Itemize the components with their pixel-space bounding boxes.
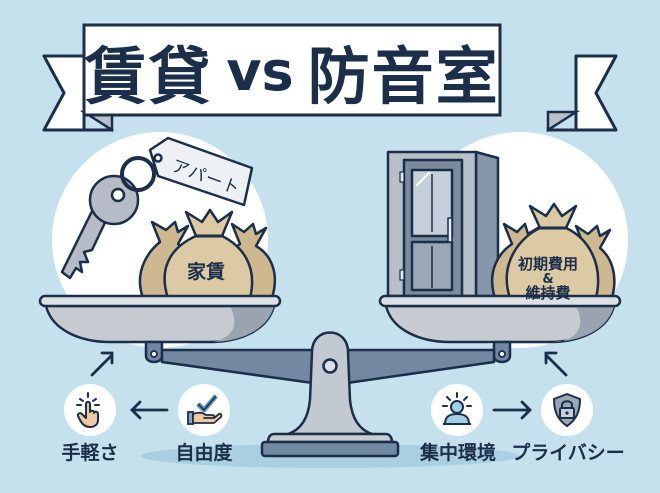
key-tag — [148, 136, 254, 207]
sound-booth-icon — [386, 150, 500, 298]
money-bags-left — [138, 208, 277, 300]
arrow-to-left-pan — [90, 351, 114, 377]
key-icon — [60, 156, 156, 280]
cost-bag-label: 初期費用 & 維持費 — [485, 255, 611, 303]
feature-label-privacy: プライバシー — [511, 442, 625, 464]
feature-label-focus: 集中環境 — [419, 442, 496, 464]
title-right: 防音室 — [307, 40, 500, 113]
title-left: 賃貸 — [84, 40, 213, 113]
cost-bag-line2: 維持費 — [525, 284, 571, 303]
tap-finger-icon — [64, 384, 116, 436]
shield-lock-icon — [541, 384, 593, 436]
money-bags-right — [490, 202, 616, 300]
title-ribbon — [82, 23, 502, 117]
cost-bag-line1: 初期費用 — [517, 255, 578, 273]
scale-pillar — [260, 331, 400, 458]
ribbon-tail-right — [546, 54, 618, 133]
arrow-right — [492, 400, 532, 420]
hand-check-icon — [178, 384, 230, 436]
title-vs: vs — [226, 39, 294, 103]
feature-label-ease: 手軽さ — [61, 442, 119, 464]
cost-bag-amp: & — [542, 271, 554, 287]
feature-label-freedom: 自由度 — [175, 442, 233, 464]
arrow-left — [130, 400, 169, 420]
page-title: 賃貸 vs 防音室 — [84, 28, 500, 114]
arrow-to-right-pan — [544, 351, 568, 377]
focused-person-icon — [431, 384, 483, 436]
rent-bag-label: 家賃 — [186, 261, 225, 283]
